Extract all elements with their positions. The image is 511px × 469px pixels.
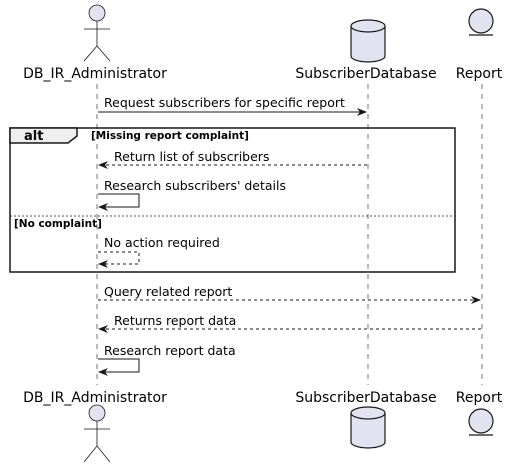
lifelines bbox=[96, 84, 483, 385]
alt-operator-label: alt bbox=[24, 129, 43, 144]
participant-report-bottom: Report bbox=[456, 390, 503, 406]
message-label: Query related report bbox=[104, 284, 232, 299]
self-message-arrow bbox=[98, 358, 140, 376]
participant-db-top: SubscriberDatabase bbox=[295, 66, 436, 82]
alt-guard-2: [No complaint] bbox=[14, 218, 102, 230]
database-icon bbox=[350, 19, 386, 63]
actor-icon bbox=[83, 4, 111, 62]
participant-admin-top: DB_IR_Administrator bbox=[23, 66, 167, 82]
message-label: Request subscribers for specific report bbox=[104, 95, 345, 110]
alt-guard-1: [Missing report complaint] bbox=[91, 130, 249, 142]
database-icon bbox=[350, 406, 386, 449]
alt-fragment: alt [Missing report complaint] [No compl… bbox=[9, 127, 456, 273]
participant-db-bottom: SubscriberDatabase bbox=[295, 390, 436, 406]
participant-report-top: Report bbox=[456, 66, 503, 82]
message-label: Research subscribers' details bbox=[104, 178, 286, 193]
entity-icon bbox=[468, 408, 494, 436]
message-label: Returns report data bbox=[114, 313, 236, 328]
message-label: Return list of subscribers bbox=[114, 149, 269, 164]
actor-icon bbox=[83, 404, 111, 463]
self-message-arrow bbox=[98, 193, 140, 211]
message-label: No action required bbox=[104, 235, 220, 250]
participant-admin-bottom: DB_IR_Administrator bbox=[23, 390, 167, 406]
entity-icon bbox=[468, 8, 494, 36]
self-message-arrow bbox=[98, 251, 140, 268]
message-label: Research report data bbox=[104, 343, 236, 358]
